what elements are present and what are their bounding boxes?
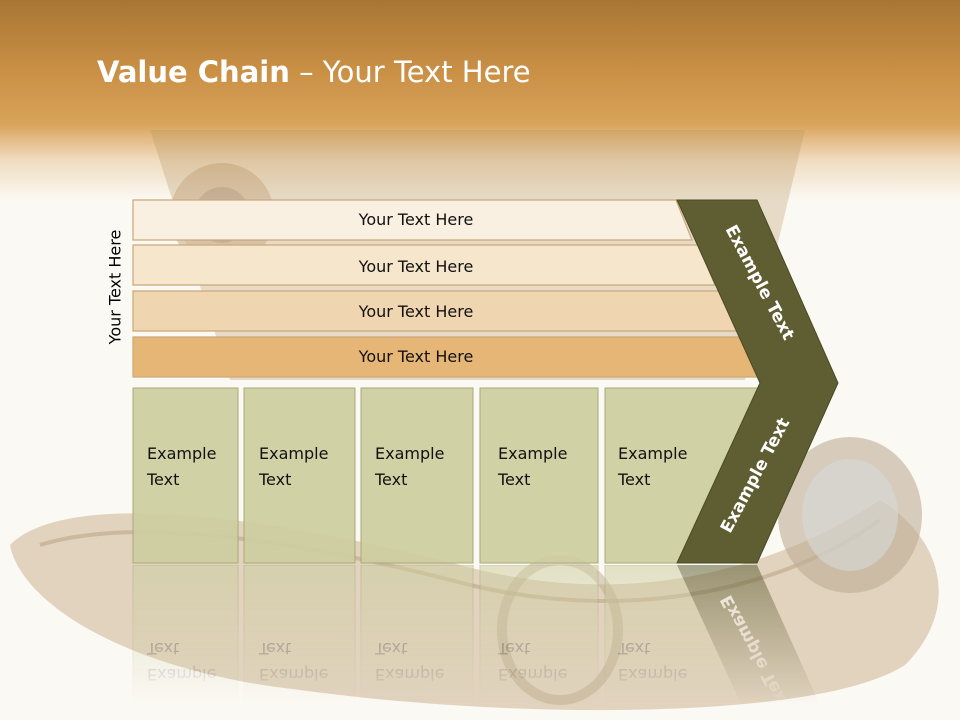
reflection-label-4: Example [498,665,567,684]
support-row-1 [132,199,693,241]
primary-box-4 [479,387,599,564]
support-row-4-label: Your Text Here [358,347,474,366]
reflection-label-3b: Text [374,639,407,658]
title-bold: Value Chain [97,55,290,89]
reflection-label-1: Example [147,665,216,684]
primary-box-2-line1: Example [259,444,328,463]
primary-box-4-line1: Example [498,444,567,463]
primary-box-5-line2: Text [617,470,650,489]
primary-box-1 [132,387,239,564]
primary-box-4-line2: Text [497,470,530,489]
reflection-label-2: Example [259,665,328,684]
support-row-1-label: Your Text Here [358,210,474,229]
support-row-3-label: Your Text Here [358,302,474,321]
support-row-2 [132,244,716,286]
primary-box-5-line1: Example [618,444,687,463]
support-row-2-label: Your Text Here [358,257,474,276]
reflection-label-2b: Text [258,639,291,658]
margin-chevron [676,199,839,564]
reflection-label-4b: Text [497,639,530,658]
primary-box-3-line2: Text [374,470,407,489]
reflection-label-1b: Text [146,639,179,658]
title-rest: – Your Text Here [289,55,531,89]
primary-box-1-line1: Example [147,444,216,463]
primary-box-1-line2: Text [146,470,179,489]
primary-box-3-line1: Example [375,444,444,463]
reflection-label-5: Example [618,665,687,684]
reflection-label-3: Example [375,665,444,684]
page-title: Value Chain – Your Text Here [97,55,531,89]
primary-box-2 [243,387,356,564]
header-band [0,0,960,200]
primary-box-2-line2: Text [258,470,291,489]
diagram-reflection: Example Text Example Text Example Text E… [132,564,827,720]
primary-box-3 [360,387,474,564]
reflection-label-5b: Text [617,639,650,658]
